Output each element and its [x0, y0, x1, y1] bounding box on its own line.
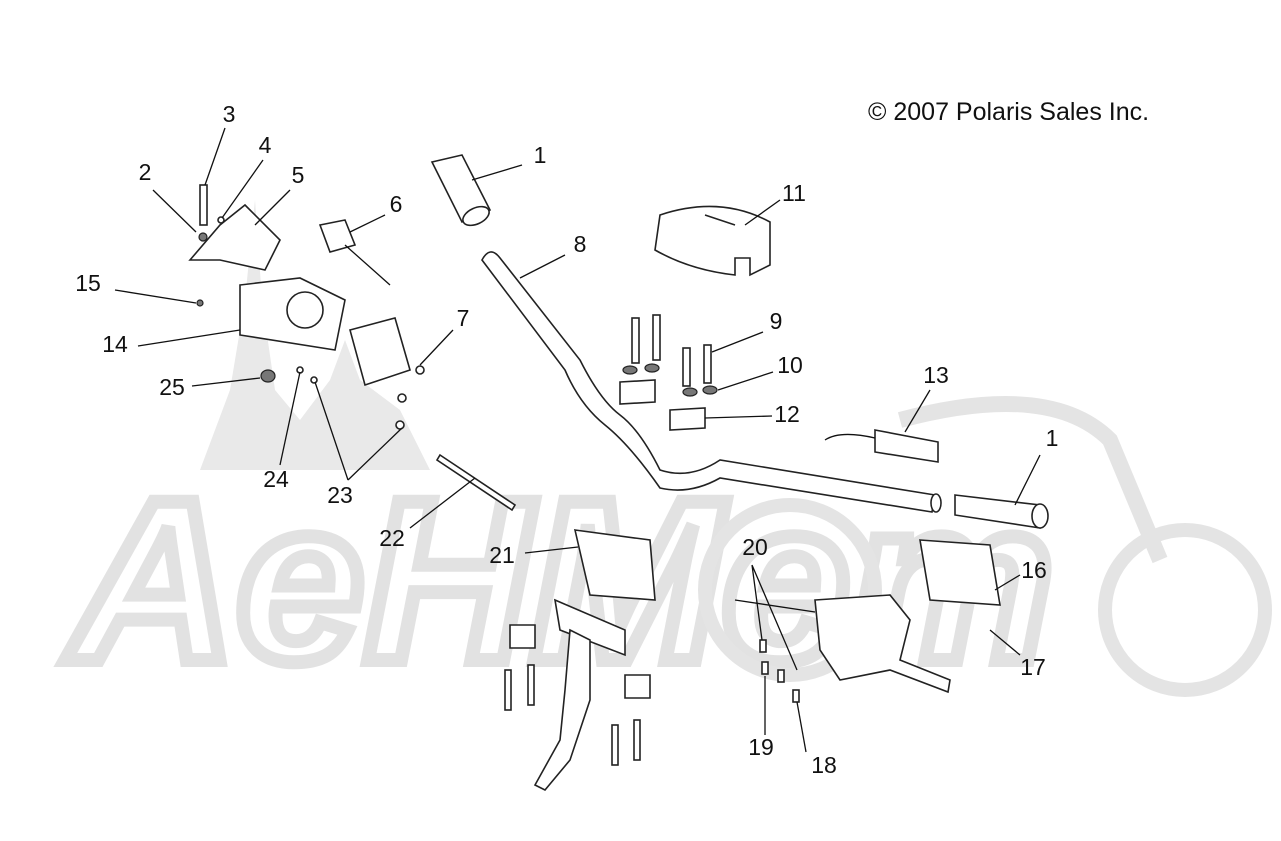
callout-14: 14: [102, 331, 128, 357]
callout-6: 6: [390, 191, 403, 217]
leader-lines: [114, 127, 1041, 753]
cable: [435, 453, 517, 512]
heated-grip: [824, 429, 939, 463]
callout-labels: 1 2 3 4 5 6 7 8 9 10 11 12 13 14 15 16 1…: [75, 101, 1058, 778]
callout-10: 10: [777, 352, 803, 378]
callout-19: 19: [748, 734, 774, 760]
callout-8: 8: [574, 231, 587, 257]
callout-20: 20: [742, 534, 768, 560]
callout-13: 13: [923, 362, 949, 388]
riser-assembly: [504, 598, 651, 791]
callout-16: 16: [1021, 557, 1047, 583]
callout-22: 22: [379, 525, 405, 551]
callout-1-right: 1: [1046, 425, 1059, 451]
right-control-assembly: [734, 539, 1001, 703]
callout-7: 7: [457, 305, 470, 331]
callout-12: 12: [774, 401, 800, 427]
watermark-logo: AeHMem: [58, 200, 1272, 716]
grip-right: [954, 494, 1049, 529]
callout-1: 1: [534, 142, 547, 168]
grip-top: [430, 154, 492, 227]
mount-block: [573, 529, 656, 601]
callout-11: 11: [782, 180, 806, 206]
left-switch-assembly: [188, 184, 425, 430]
callout-3: 3: [223, 101, 236, 127]
callout-21: 21: [489, 542, 515, 568]
handlebar: [481, 251, 936, 513]
callout-25: 25: [159, 374, 185, 400]
callout-9: 9: [770, 308, 783, 334]
callout-18: 18: [811, 752, 837, 778]
callout-2: 2: [139, 159, 152, 185]
callout-23: 23: [327, 482, 353, 508]
callout-17: 17: [1020, 654, 1046, 680]
clamp-hardware: [619, 314, 718, 431]
callout-4: 4: [259, 132, 272, 158]
callout-24: 24: [263, 466, 289, 492]
copyright-text: © 2007 Polaris Sales Inc.: [868, 98, 1149, 126]
callout-15: 15: [75, 270, 101, 296]
pad: [654, 205, 771, 277]
callout-5: 5: [292, 162, 305, 188]
